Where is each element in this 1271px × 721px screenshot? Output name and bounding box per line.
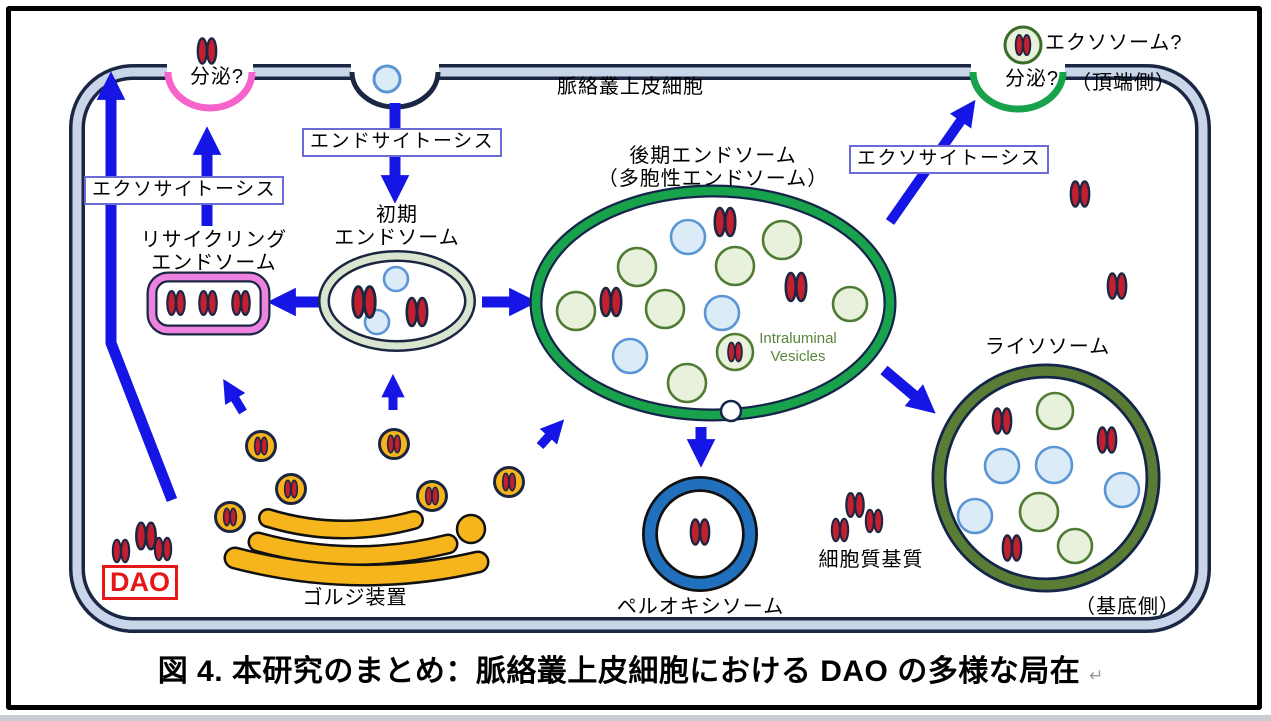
late-endosome-label: 後期エンドソーム （多胞性エンドソーム） bbox=[597, 145, 829, 190]
exosome-label: エクソソーム? bbox=[1045, 32, 1183, 54]
golgi-up-right-arrow bbox=[536, 419, 565, 450]
figure-caption: 図 4. 本研究のまとめ：脈絡叢上皮細胞における DAO の多様な局在 ↵ bbox=[0, 651, 1261, 697]
intraluminal-vesicles-label: Intraluminal Vesicles bbox=[759, 330, 837, 365]
exocytosis-right-label-box: エクソサイトーシス bbox=[849, 145, 1050, 174]
return-mark: ↵ bbox=[1089, 666, 1104, 685]
cell-name-label: 脈絡叢上皮細胞 bbox=[557, 76, 704, 98]
membrane-bud bbox=[719, 399, 743, 423]
recycling-endosome-label: リサイクリング エンドソーム bbox=[140, 229, 288, 274]
secretion-cup-pink bbox=[164, 71, 256, 112]
lysosome bbox=[931, 363, 1161, 593]
recycling-endosome bbox=[146, 271, 271, 336]
cytosol-label: 細胞質基質 bbox=[818, 549, 924, 571]
early-endosome-label: 初期 エンドソーム bbox=[334, 204, 460, 249]
golgi-up-left-arrow bbox=[223, 378, 247, 415]
dao-dimer-secreted bbox=[196, 37, 218, 65]
endocytosed-vesicle bbox=[372, 64, 402, 94]
secretion-right-label: 分泌? bbox=[1004, 68, 1060, 90]
secretion-cup-green bbox=[969, 71, 1067, 113]
basal-side-label: （基底側） bbox=[1075, 596, 1180, 618]
peroxisome-label: ペルオキシソーム bbox=[616, 596, 785, 618]
exosome bbox=[1003, 25, 1043, 65]
exocytosis-left-label-box: エクソサイトーシス bbox=[84, 176, 285, 205]
bottom-edge-strip bbox=[0, 715, 1271, 721]
early-endosome bbox=[318, 250, 476, 352]
golgi-dao-vesicles bbox=[214, 428, 525, 533]
golgi-label: ゴルジ装置 bbox=[302, 587, 408, 609]
caption-text: 図 4. 本研究のまとめ：脈絡叢上皮細胞における DAO の多様な局在 bbox=[157, 655, 1081, 688]
golgi-apparatus bbox=[223, 508, 490, 587]
dao-legend-box: DAO bbox=[102, 565, 178, 600]
peroxisome bbox=[642, 476, 758, 592]
golgi-vesicle-plain bbox=[455, 513, 487, 545]
intraluminal-vesicles bbox=[555, 218, 869, 404]
secretion-left-label: 分泌? bbox=[189, 66, 245, 88]
late-endosome bbox=[529, 184, 897, 423]
endocytosis-label-box: エンドサイトーシス bbox=[302, 128, 503, 157]
apical-side-label: （頂端側） bbox=[1071, 72, 1176, 94]
late-to-lysosome-arrow bbox=[880, 365, 936, 414]
lysosome-label: ライソソーム bbox=[984, 336, 1111, 358]
